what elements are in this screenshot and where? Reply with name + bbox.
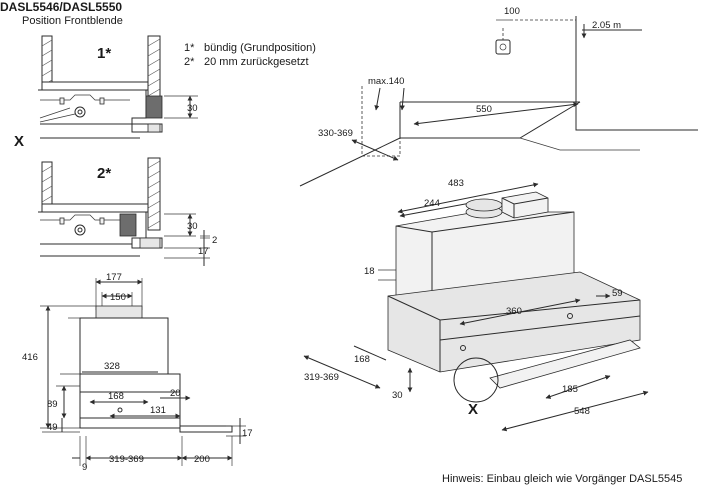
cabinet-bottom bbox=[41, 81, 149, 91]
cabinet-right-wall bbox=[147, 35, 161, 99]
fixing-screw-2 bbox=[74, 224, 86, 236]
front-panel-recessed bbox=[119, 213, 137, 237]
iso-width-550: 550 bbox=[476, 104, 492, 115]
side-depth-168: 168 bbox=[108, 391, 124, 402]
iso-height-18: 18 bbox=[364, 266, 375, 277]
side-offset-20: 20 bbox=[170, 388, 181, 399]
side-view: 177 150 416 328 168 20 89 131 bbox=[22, 272, 253, 473]
side-extension-200: 200 bbox=[194, 454, 210, 465]
side-depth-319-369: 319-369 bbox=[109, 454, 144, 465]
legend-key-1: 1* bbox=[184, 42, 195, 54]
iso-max-140: max.140 bbox=[368, 76, 404, 87]
side-width-177: 177 bbox=[106, 272, 122, 283]
side-height-416: 416 bbox=[22, 352, 38, 363]
side-offset-9: 9 bbox=[82, 462, 87, 473]
detail-x-label: X bbox=[14, 133, 24, 150]
detail-2-height-17: 17 bbox=[198, 246, 209, 257]
extended-panel bbox=[179, 425, 233, 433]
telescopic-slide bbox=[79, 417, 181, 429]
position-subtitle: Position Frontblende bbox=[22, 15, 123, 27]
hood-lower-body bbox=[79, 373, 181, 393]
panel-height-17: 17 bbox=[242, 428, 253, 439]
legend: 1* bündig (Grundposition) 2* 20 mm zurüc… bbox=[184, 42, 316, 68]
iso-hole-offset-59: 59 bbox=[612, 288, 623, 299]
side-width-150: 150 bbox=[110, 292, 126, 303]
power-socket-icon bbox=[495, 39, 511, 55]
cabinet-right-wall-2 bbox=[147, 157, 161, 231]
detail-x-circle bbox=[453, 357, 499, 403]
detail-1-mark: 1* bbox=[97, 45, 111, 62]
iso-width-548: 548 bbox=[574, 406, 590, 417]
iso-hole-spacing-360: 360 bbox=[506, 306, 522, 317]
detail-1-flush: 1* 30 bbox=[38, 35, 198, 139]
legend-key-2: 2* bbox=[184, 56, 195, 68]
detail-2-recessed: 2* 30 2 17 bbox=[38, 157, 217, 266]
isometric-installation-view: 100 2.05 m max.140 550 330-369 483 244 bbox=[299, 6, 698, 432]
wall-hatch bbox=[41, 38, 161, 97]
iso-depth-168: 168 bbox=[354, 354, 370, 365]
iso-depth-319-369: 319-369 bbox=[304, 372, 339, 383]
front-panel-flush bbox=[145, 95, 163, 119]
iso-extended-panel bbox=[489, 339, 641, 389]
wall-edge bbox=[575, 16, 698, 131]
detail-2-offset-2: 2 bbox=[212, 235, 217, 246]
iso-hole-spacing-185: 185 bbox=[562, 384, 578, 395]
iso-depth-244: 244 bbox=[424, 198, 440, 209]
iso-socket-height-2-05m: 2.05 m bbox=[592, 20, 621, 31]
hood-upper-body bbox=[79, 317, 169, 375]
exhaust-outlet bbox=[95, 305, 143, 319]
installation-note: Hinweis: Einbau gleich wie Vorgänger DAS… bbox=[442, 473, 682, 485]
legend-text-2: 20 mm zurückgesetzt bbox=[204, 56, 309, 68]
detail-2-mark: 2* bbox=[97, 165, 111, 182]
legend-text-1: bündig (Grundposition) bbox=[204, 42, 316, 54]
detail-2-height-30: 30 bbox=[187, 221, 198, 232]
iso-depth-330-369: 330-369 bbox=[318, 128, 353, 139]
detail-1-height-30: 30 bbox=[187, 103, 198, 114]
side-height-328: 328 bbox=[104, 361, 120, 372]
iso-socket-offset-100: 100 bbox=[504, 6, 520, 17]
side-depth-131: 131 bbox=[150, 405, 166, 416]
side-height-89: 89 bbox=[47, 399, 58, 410]
iso-detail-x-label: X bbox=[468, 401, 478, 418]
side-height-49: 49 bbox=[47, 422, 58, 433]
hood-body-outline bbox=[38, 89, 147, 125]
iso-height-30: 30 bbox=[392, 390, 403, 401]
fixing-screw bbox=[74, 106, 86, 118]
model-title: DASL5546/DASL5550 bbox=[0, 0, 122, 14]
iso-depth-483: 483 bbox=[448, 178, 464, 189]
